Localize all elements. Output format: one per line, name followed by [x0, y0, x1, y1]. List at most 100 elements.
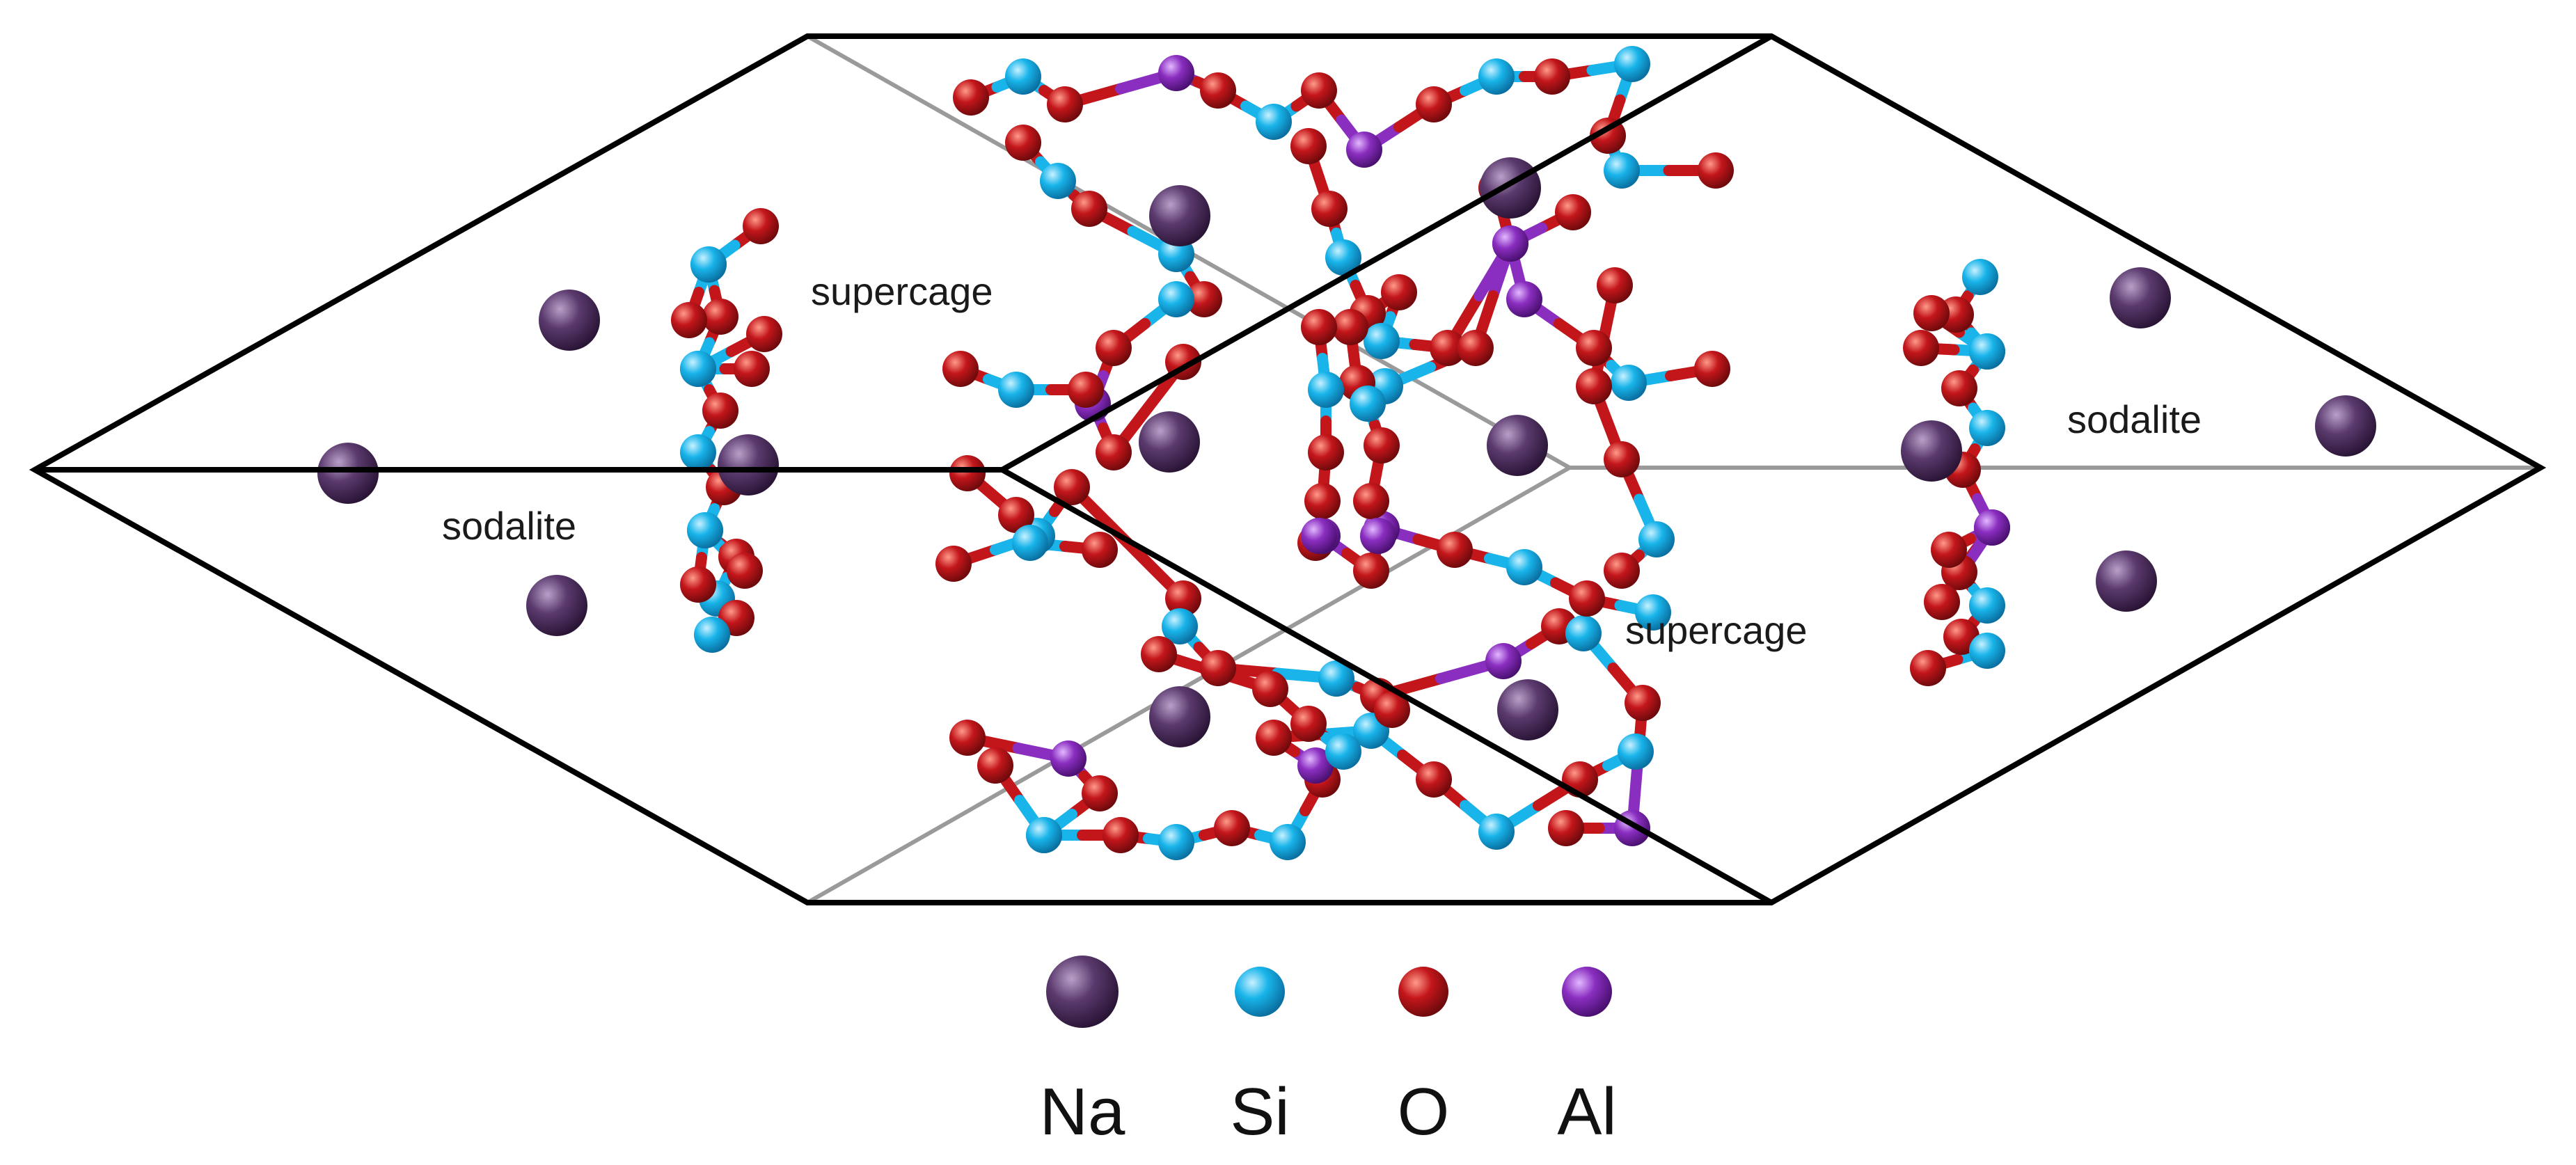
si-atom — [1158, 281, 1194, 317]
o-atom — [1903, 330, 1939, 366]
na-atom — [1149, 686, 1210, 747]
si-atom — [1364, 323, 1400, 359]
o-atom — [1068, 372, 1104, 408]
na-atom — [2096, 550, 2157, 612]
na-atom — [2110, 267, 2171, 328]
si-atom — [1635, 594, 1671, 631]
o-atom — [1308, 434, 1344, 470]
o-atom — [671, 302, 707, 338]
o-atom — [1096, 434, 1132, 470]
o-atom — [1290, 128, 1327, 164]
si-atom — [998, 372, 1034, 408]
na-atom — [317, 443, 379, 504]
si-atom — [1962, 259, 1998, 295]
legend: Na Si O Al — [1040, 956, 1617, 1149]
o-atom — [1569, 580, 1605, 617]
o-atom — [1913, 295, 1950, 331]
na-atom — [1149, 185, 1210, 246]
o-atom — [1698, 152, 1734, 189]
o-atom — [1252, 671, 1288, 707]
o-atom — [1301, 72, 1337, 109]
si-atom — [1308, 372, 1344, 408]
al-atom — [1360, 518, 1396, 554]
al-atom — [1346, 132, 1382, 168]
si-atom — [1969, 333, 2005, 370]
o-atom — [949, 720, 986, 756]
si-atom — [1969, 633, 2005, 669]
si-atom — [694, 617, 730, 653]
na-atom — [539, 290, 600, 351]
o-atom — [953, 79, 989, 116]
o-atom — [1005, 125, 1041, 161]
na-atom — [1901, 420, 1962, 482]
legend-swatch-o — [1398, 967, 1448, 1017]
o-atom — [1910, 650, 1946, 686]
al-atom — [1974, 509, 2010, 546]
o-atom — [1096, 330, 1132, 366]
si-atom — [1256, 104, 1292, 140]
o-atom — [727, 553, 763, 589]
si-atom — [1270, 824, 1306, 860]
o-atom — [1374, 692, 1410, 728]
si-atom — [1969, 587, 2005, 624]
al-atom — [1050, 740, 1086, 777]
si-atom — [680, 351, 716, 387]
o-atom — [1457, 330, 1494, 366]
o-atom — [1054, 469, 1090, 505]
framework-atoms — [317, 46, 2376, 860]
si-atom — [1478, 58, 1515, 95]
supercage-label-lower: supercage — [1625, 608, 1808, 652]
o-atom — [1071, 191, 1107, 227]
si-atom — [1350, 386, 1386, 422]
o-atom — [1353, 483, 1389, 519]
si-atom — [1005, 58, 1041, 95]
o-atom — [1332, 309, 1368, 345]
na-atom — [1139, 411, 1200, 473]
si-atom — [1040, 163, 1076, 199]
na-atom — [1487, 415, 1548, 476]
legend-swatch-al — [1562, 967, 1612, 1017]
o-atom — [1576, 330, 1612, 366]
si-atom — [1325, 734, 1361, 770]
si-atom — [687, 512, 723, 548]
na-atom — [1480, 157, 1541, 219]
o-atom — [1416, 761, 1452, 798]
si-atom — [1158, 824, 1194, 860]
o-atom — [1165, 580, 1201, 617]
o-atom — [1082, 532, 1118, 568]
legend-label-si: Si — [1230, 1075, 1289, 1149]
o-atom — [1214, 810, 1250, 846]
si-atom — [1478, 814, 1515, 850]
o-atom — [1311, 191, 1348, 227]
o-atom — [1141, 636, 1177, 672]
o-atom — [1186, 281, 1222, 317]
cell-edge — [1001, 33, 1773, 473]
si-atom — [1638, 521, 1675, 557]
o-atom — [1353, 553, 1389, 589]
al-atom — [1492, 225, 1528, 262]
o-atom — [1364, 427, 1400, 463]
cell-edge — [1001, 467, 1773, 905]
o-atom — [1437, 532, 1473, 568]
o-atom — [1590, 118, 1626, 154]
o-atom — [1604, 553, 1640, 589]
visible-cell-edges — [29, 33, 2547, 905]
legend-label-na: Na — [1040, 1075, 1125, 1149]
si-atom — [1614, 46, 1650, 82]
o-atom — [1256, 720, 1292, 756]
al-atom — [1297, 747, 1334, 784]
o-atom — [977, 747, 1013, 784]
si-atom — [1325, 239, 1361, 276]
o-atom — [1381, 274, 1417, 310]
si-atom — [1506, 549, 1542, 585]
legend-label-al: Al — [1557, 1075, 1616, 1149]
o-atom — [1534, 58, 1570, 95]
o-atom — [1082, 775, 1118, 811]
si-atom — [1969, 410, 2005, 446]
o-atom — [1625, 685, 1661, 721]
al-atom — [1485, 643, 1522, 679]
legend-swatch-si — [1235, 967, 1285, 1017]
na-atom — [1497, 679, 1558, 740]
al-atom — [1158, 55, 1194, 91]
o-atom — [680, 566, 716, 603]
